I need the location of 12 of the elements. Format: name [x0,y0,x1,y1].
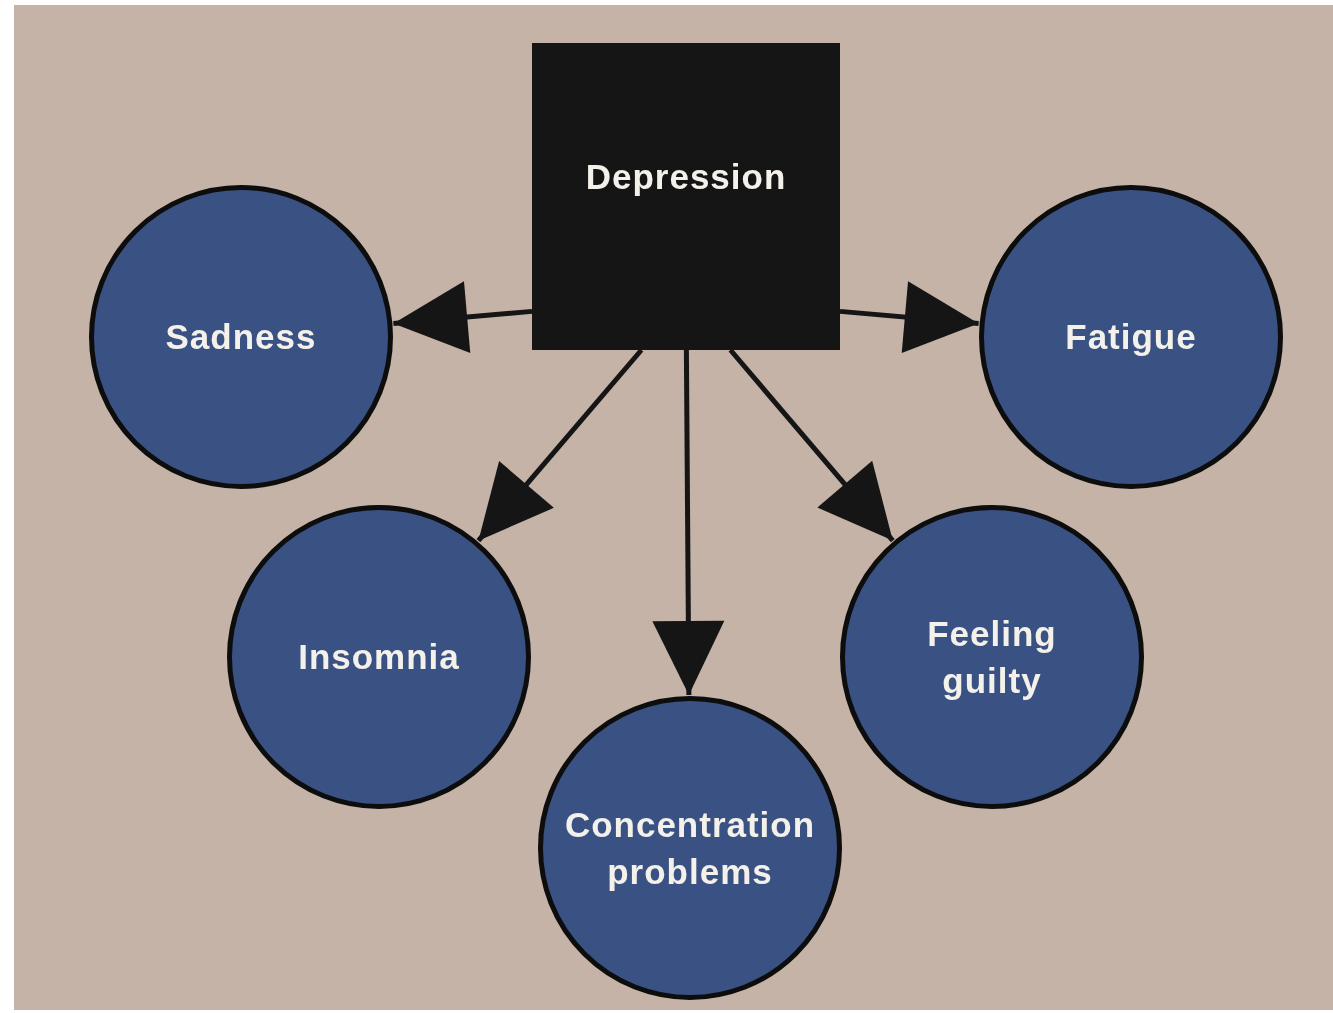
arrow [728,348,895,543]
arrow [476,348,644,543]
node-label: Depression [585,155,787,198]
node-label: Sadness [165,316,317,359]
arrow [652,349,725,696]
node-label: Insomnia [298,636,460,679]
node-label: Feeling guilty [926,612,1058,702]
condition-box [532,43,840,350]
node-label: Concentration problems [563,803,817,893]
arrow [839,281,979,353]
node-label: Fatigue [1065,316,1197,359]
arrow [393,281,533,353]
